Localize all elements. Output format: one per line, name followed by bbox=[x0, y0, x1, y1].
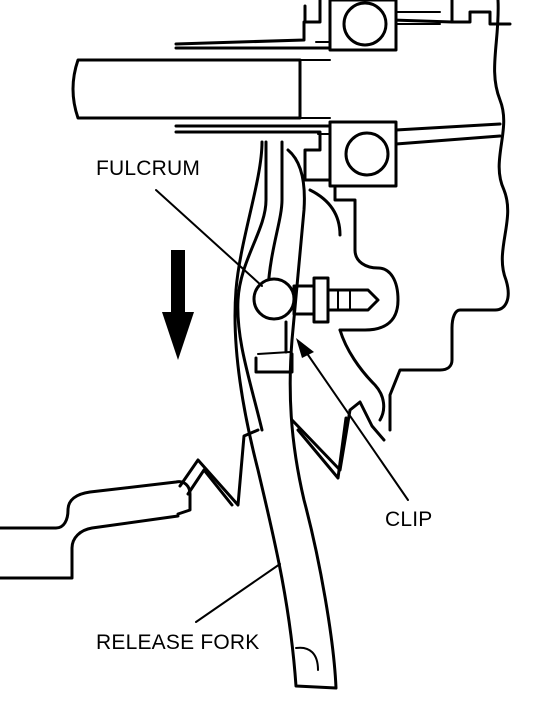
fulcrum-label: FULCRUM bbox=[96, 157, 201, 180]
return-spring bbox=[178, 400, 386, 507]
clip-label: CLIP bbox=[385, 508, 433, 531]
fulcrum-ball-stud bbox=[252, 276, 380, 324]
clutch-housing-left bbox=[0, 480, 192, 580]
fork-clip bbox=[254, 320, 294, 374]
transmission-housing bbox=[174, 0, 512, 432]
input-shaft bbox=[71, 58, 331, 120]
bearing-lower bbox=[315, 120, 398, 188]
fulcrum-leader bbox=[155, 189, 263, 287]
release-fork-label: RELEASE FORK bbox=[96, 631, 260, 654]
release-fork-leader bbox=[195, 563, 281, 623]
clip-leader bbox=[305, 351, 409, 501]
clip-leader-arrowhead bbox=[296, 338, 314, 358]
release-fork bbox=[233, 140, 338, 690]
bearing-upper bbox=[315, 0, 398, 52]
release-bearing bbox=[236, 140, 284, 432]
leader-lines bbox=[155, 189, 409, 623]
arrow-down-icon bbox=[162, 250, 194, 360]
